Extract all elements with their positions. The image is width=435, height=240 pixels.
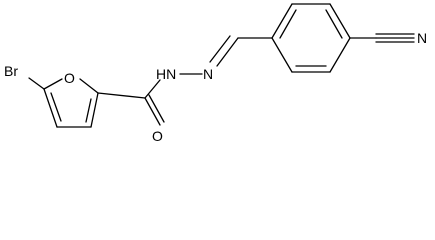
atom-labels: Br O HN N O N	[4, 30, 427, 144]
bond-c5-o1	[43, 78, 63, 90]
bond-c2-c3-inner	[85, 98, 92, 123]
atom-label-bromine: Br	[4, 63, 18, 79]
bond-carbonyl-o-a	[144, 97, 161, 126]
bond-c4-c5-outer	[43, 88, 58, 128]
bond-ring-1-2-inner	[279, 9, 297, 39]
bond-ring-3-4-inner	[325, 9, 343, 39]
atom-label-carbonyl-oxygen: O	[152, 128, 163, 144]
bond-o1-c2	[79, 78, 99, 94]
bond-carbonyl-nh	[144, 79, 161, 99]
bond-ring-6-1	[271, 37, 293, 73]
bond-ring-4-5	[329, 37, 351, 73]
bond-ring-1-2	[271, 3, 293, 39]
bond-c2-c3-outer	[90, 92, 99, 128]
bond-n-ch-outer	[216, 37, 239, 67]
bond-c4-c5-inner	[50, 92, 62, 122]
bond-n-ch-inner	[209, 35, 231, 63]
atom-label-amide-nh: HN	[156, 66, 176, 82]
bond-c2-carbonyl	[97, 92, 146, 99]
atom-label-nitrile-nitrogen: N	[417, 30, 427, 46]
bond-c5-br	[28, 77, 45, 90]
bond-carbonyl-o-b	[148, 94, 165, 123]
chemical-structure-diagram: Br O HN N O N	[4, 3, 427, 144]
atom-label-imine-nitrogen: N	[203, 66, 213, 82]
atom-label-furan-oxygen: O	[64, 70, 75, 86]
bonds	[28, 3, 415, 128]
bond-ring-3-4	[329, 3, 351, 39]
